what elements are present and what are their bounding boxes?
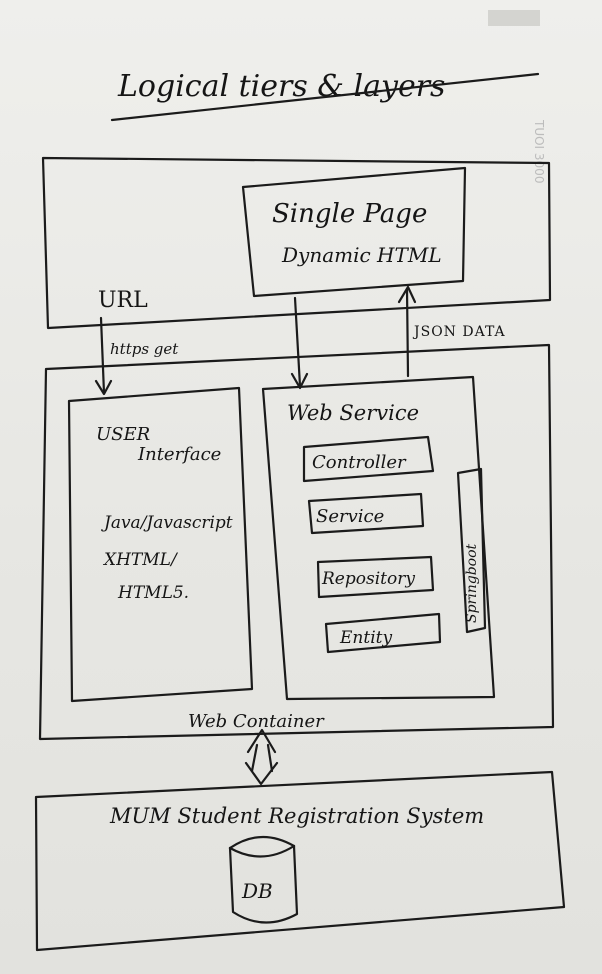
controller-layer-label: Controller <box>312 452 407 473</box>
repository-layer-box <box>316 555 435 599</box>
diagram-title: Logical tiers & layers <box>117 69 445 104</box>
double-arrow-head-down <box>244 761 279 786</box>
request-arrowhead <box>290 372 309 390</box>
ui-tech-line1: Java/Javascript <box>101 513 233 533</box>
url-label: URL <box>98 288 148 313</box>
web-service-title: Web Service <box>287 401 419 425</box>
request-arrow-line <box>293 296 302 388</box>
https-get-label: https get <box>110 340 179 358</box>
https-get-arrowhead <box>94 379 113 396</box>
json-data-label: JSON DATA <box>412 324 506 340</box>
db-body <box>228 844 299 924</box>
ui-tech-line3: HTML5. <box>117 583 189 603</box>
system-box <box>34 770 566 952</box>
controller-layer-box <box>302 435 435 483</box>
db-top-front <box>228 844 296 858</box>
ui-tech-line2: XHTML/ <box>102 550 179 570</box>
client-tier-box <box>41 156 552 330</box>
system-name: MUM Student Registration System <box>109 804 484 828</box>
ui-title-line2: Interface <box>137 444 221 465</box>
web-container-label: Web Container <box>188 711 325 732</box>
entity-layer-box <box>324 612 442 654</box>
service-layer-label: Service <box>316 506 384 527</box>
json-arrow-line <box>405 287 410 378</box>
double-arrow-head-up <box>246 728 277 754</box>
bleed-through-stamp <box>488 10 540 26</box>
db-label: DB <box>241 879 273 903</box>
user-interface-box <box>67 386 254 703</box>
single-page-line1: Single Page <box>272 199 427 229</box>
ui-title-line1: USER <box>96 424 150 445</box>
https-get-arrow-line <box>99 316 106 395</box>
web-service-box <box>261 375 496 701</box>
single-page-line2: Dynamic HTML <box>281 243 442 267</box>
springboot-box <box>456 467 487 634</box>
double-arrow-shaft <box>250 743 274 773</box>
single-page-box <box>241 166 467 298</box>
service-layer-box <box>307 492 425 535</box>
bleed-through-text: TUOI 3000 <box>532 119 546 183</box>
title-underline <box>110 72 540 122</box>
json-arrowhead <box>397 285 417 304</box>
db-top-back <box>228 835 296 850</box>
web-container-box <box>38 343 555 741</box>
springboot-label: Springboot <box>464 543 480 623</box>
entity-layer-label: Entity <box>339 628 392 648</box>
repository-layer-label: Repository <box>321 569 415 589</box>
